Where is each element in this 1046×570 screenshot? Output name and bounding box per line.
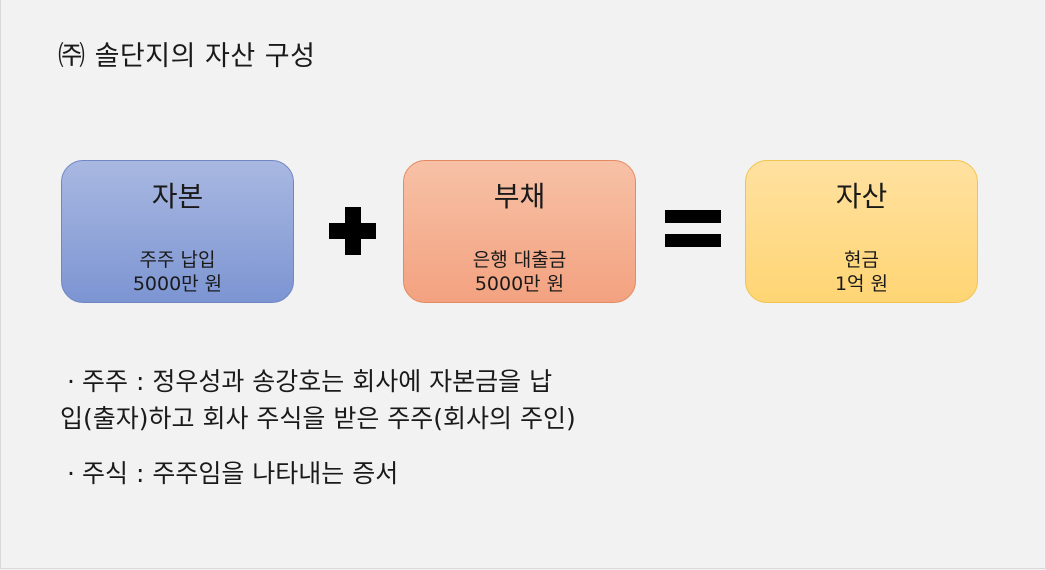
capital-amount: 5000만 원 [132,273,223,295]
shareholder-note-line2: 입(출자)하고 회사 주식을 받은 주주(회사의 주인) [60,404,576,433]
asset-amount: 1억 원 [834,273,889,295]
shareholder-note: ·주주 : 정우성과 송강호는 회사에 자본금을 납 입(출자)하고 회사 주식… [60,363,680,437]
plus-vertical-bar [345,207,361,255]
bullet-icon: · [67,459,75,488]
stock-note: ·주식 : 주주임을 나타내는 증서 [60,455,680,492]
debt-title: 부채 [493,180,546,213]
capital-title: 자본 [151,180,204,213]
shareholder-note-text1: 주주 : 정우성과 송강호는 회사에 자본금을 납 [82,367,553,396]
equals-top-bar [665,210,721,223]
capital-source: 주주 납입 [139,249,216,271]
asset-title: 자산 [835,180,888,213]
asset-box: 자산 현금 1억 원 [745,160,978,303]
shareholder-note-line1: ·주주 : 정우성과 송강호는 회사에 자본금을 납 [60,363,680,400]
debt-amount: 5000만 원 [474,273,565,295]
debt-box: 부채 은행 대출금 5000만 원 [403,160,636,303]
equals-icon [665,210,721,248]
equals-bottom-bar [665,234,721,247]
stock-note-text: 주식 : 주주임을 나타내는 증서 [82,459,399,488]
slide-title: ㈜ 솔단지의 자산 구성 [58,41,316,72]
plus-icon [329,207,376,255]
capital-box: 자본 주주 납입 5000만 원 [61,160,294,303]
bullet-icon: · [67,367,75,396]
asset-type: 현금 [844,249,879,271]
debt-source: 은행 대출금 [472,249,567,271]
